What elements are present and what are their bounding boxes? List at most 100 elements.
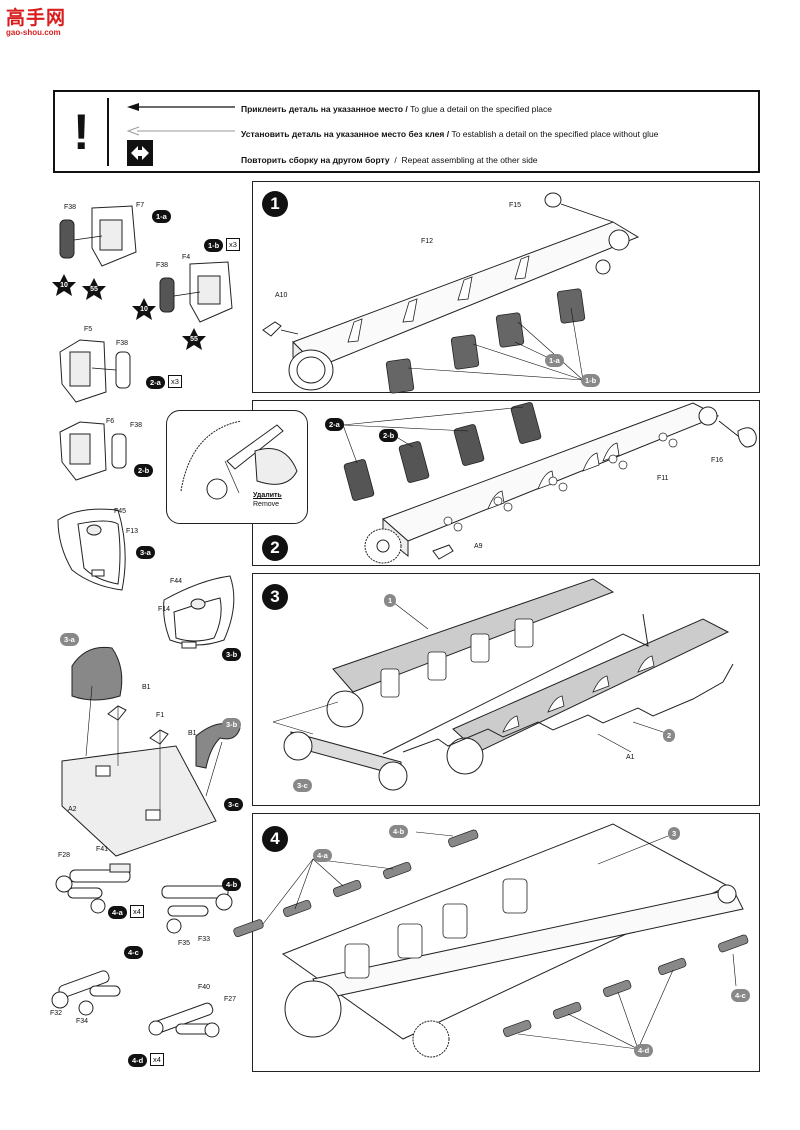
remove-label: Удалить Remove: [253, 491, 282, 509]
no-glue-arrow-icon: [126, 126, 235, 136]
tag-3a: 3-a: [136, 546, 155, 559]
mult-2a: x3: [168, 375, 182, 388]
legend-noglue-en: To establish a detail on the specified p…: [449, 129, 659, 139]
star-1a-55: 55: [90, 286, 98, 293]
step-1-drawing: [262, 192, 640, 394]
callout-4b: 4-b: [389, 825, 409, 838]
legend-repeat-ru: Повторить сборку на другом борту: [241, 155, 390, 165]
label-f12: F12: [421, 238, 434, 245]
subassembly-1a-drawing: [52, 205, 137, 300]
legend-repeat-en: Repeat assembling at the other side: [401, 155, 538, 165]
label-a10: A10: [275, 292, 288, 299]
step-1-panel: 1 F15 F12: [252, 181, 760, 394]
label-3c-b1-right: B1: [188, 730, 197, 737]
subassembly-2b-drawing: [59, 421, 127, 481]
tag-3c: 3-c: [224, 798, 243, 811]
tag-4d: 4-d: [128, 1054, 148, 1067]
subassembly-4b-drawing: [161, 885, 233, 934]
callout-2b: 2-b: [379, 429, 399, 442]
legend-noglue-text: Установить деталь на указанное место без…: [241, 129, 658, 140]
subassembly-4a-drawing: [55, 863, 131, 914]
label-4a-f28: F28: [58, 852, 71, 859]
repeat-other-side-icon: [127, 140, 153, 166]
label-1a-f7: F7: [136, 202, 145, 209]
tag-4b: 4-b: [222, 878, 242, 891]
step-3-panel: 3 1 2 3-c A1: [252, 573, 760, 806]
step-2-panel: 2: [252, 400, 760, 566]
remove-detail-bubble: Удалить Remove: [166, 410, 308, 524]
tag-2a: 2-a: [146, 376, 165, 389]
watermark-logo: 高手网 gao-shou.com: [6, 8, 76, 42]
label-3a-f13: F13: [126, 528, 139, 535]
watermark-url: gao-shou.com: [6, 28, 61, 37]
remove-label-ru: Удалить: [253, 492, 282, 499]
callout-2: 2: [663, 729, 676, 742]
glue-arrow-icon: [127, 103, 235, 111]
label-a9: A9: [474, 543, 483, 550]
remove-label-en: Remove: [253, 501, 280, 508]
subassembly-4c: 4-c F32 F34: [46, 942, 156, 1028]
subassembly-2a: F5 F38 2-a x3: [50, 322, 190, 406]
legend-glue-text: Приклеить деталь на указанное место / To…: [241, 104, 552, 115]
subassembly-2a-drawing: [59, 339, 131, 403]
legend-box: ! Приклеить деталь на указанное место / …: [53, 90, 760, 173]
label-4b-f35: F35: [178, 940, 191, 947]
label-1a-f38: F38: [64, 204, 77, 211]
label-1b-f38: F38: [156, 262, 169, 269]
callout-4c: 4-c: [731, 989, 750, 1002]
subassembly-4b: F35 F33 4-b: [152, 868, 252, 950]
label-4b-f33: F33: [198, 936, 211, 943]
mult-1b: x3: [226, 238, 240, 251]
label-4d-f27: F27: [224, 996, 237, 1003]
label-4c-f32: F32: [50, 1010, 63, 1017]
label-2b-f6: F6: [106, 418, 115, 425]
legend-repeat-text: Повторить сборку на другом борту / Repea…: [241, 155, 538, 166]
subassembly-3b: F44 F14 3-b: [154, 572, 254, 668]
label-3c-a2: A2: [68, 806, 77, 813]
tag-1a: 1-a: [152, 210, 171, 223]
legend-divider: [107, 98, 109, 166]
star-1b-10: 10: [140, 306, 148, 313]
label-4d-f40: F40: [198, 984, 211, 991]
step-3-drawing: [272, 578, 734, 791]
label-4c-f34: F34: [76, 1018, 89, 1025]
label-4a-f41: F41: [96, 846, 109, 853]
step-4-drawing: [233, 823, 749, 1058]
subassembly-3c: 3-a 3-b B1 F1 B1 A2 3-c: [56, 626, 246, 862]
label-2b-f38: F38: [130, 422, 143, 429]
callout-2a: 2-a: [325, 418, 344, 431]
callout-3c: 3-c: [293, 779, 312, 792]
label-a1: A1: [626, 754, 635, 761]
subassembly-1b: F38 F4 10 55 1-b x3: [128, 236, 248, 350]
tag-4c: 4-c: [124, 946, 143, 959]
label-f11: F11: [657, 475, 669, 482]
tag-2b: 2-b: [134, 464, 154, 477]
knife-cutting-drawing: [180, 420, 298, 500]
callout-1: 1: [384, 594, 397, 607]
subassembly-4c-drawing: [51, 970, 121, 1016]
tag-4a: 4-a: [108, 906, 127, 919]
callout-1a: 1-a: [545, 354, 564, 367]
step-4-panel: 4: [233, 813, 760, 1072]
tag-1b: 1-b: [204, 239, 224, 252]
step-2-number: 2: [262, 535, 288, 561]
subassembly-4d-drawing: [148, 1002, 220, 1038]
label-2a-f5: F5: [84, 326, 93, 333]
subassembly-1b-drawing: [132, 261, 233, 350]
tag-3c-part-a: 3-a: [60, 633, 79, 646]
label-f16: F16: [711, 457, 724, 464]
mult-4d: x4: [150, 1053, 164, 1066]
callout-3: 3: [668, 827, 681, 840]
exclamation-icon: !: [73, 104, 90, 160]
label-3c-b1-left: B1: [142, 684, 151, 691]
subassembly-3a: F45 F13 3-a: [52, 500, 162, 596]
legend-noglue-ru: Установить деталь на указанное место без…: [241, 129, 450, 139]
watermark-title: 高手网: [6, 7, 67, 29]
callout-4a: 4-a: [313, 849, 332, 862]
callout-4d: 4-d: [634, 1044, 654, 1057]
subassembly-2b: F6 F38 2-b: [50, 414, 160, 484]
label-f15: F15: [509, 202, 522, 209]
legend-glue-en: To glue a detail on the specified place: [407, 104, 552, 114]
legend-repeat-sep: /: [389, 155, 402, 165]
tag-3c-part-b: 3-b: [222, 718, 242, 731]
